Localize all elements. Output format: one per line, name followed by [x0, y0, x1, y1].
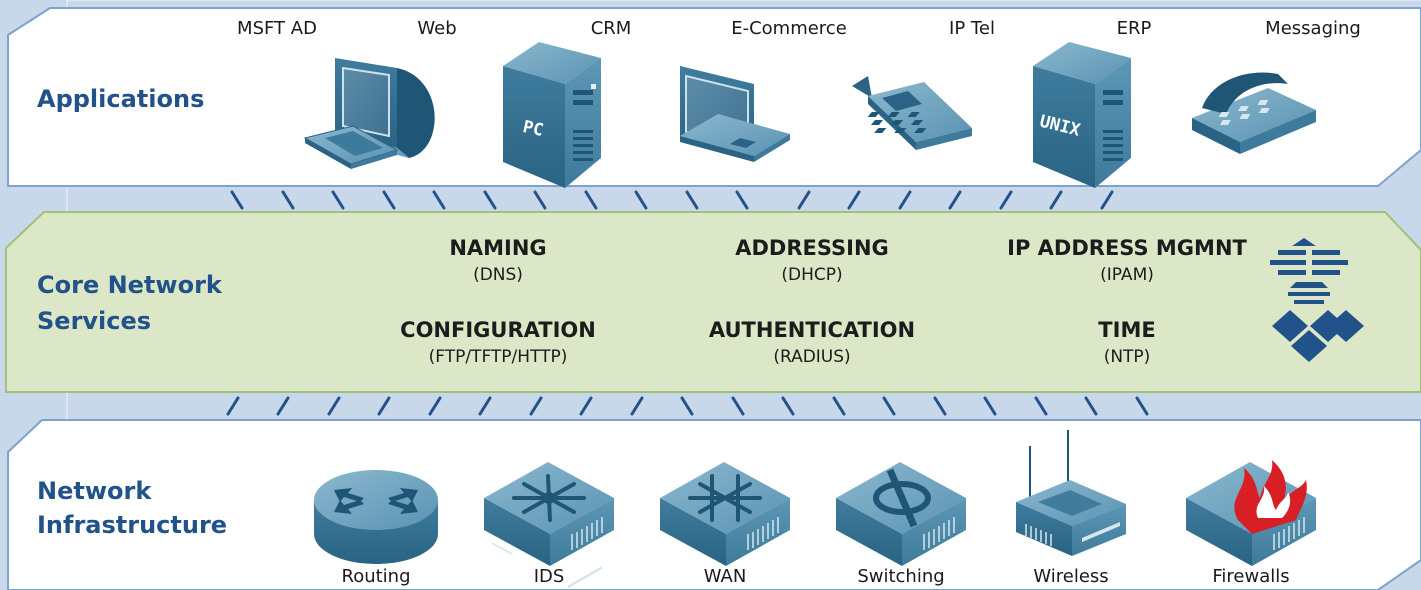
mobile-phone-icon	[852, 76, 972, 150]
app-label-e-commerce: E-Commerce	[731, 18, 847, 39]
service-addressing-protocol: (DHCP)	[781, 265, 843, 285]
router-icon	[314, 470, 438, 564]
service-configuration: CONFIGURATION	[400, 318, 596, 342]
service-authentication-protocol: (RADIUS)	[773, 347, 851, 367]
layer3-switch-icon	[836, 462, 966, 566]
pc-server-icon: PC	[503, 42, 601, 188]
infoblox-logo-icon	[1270, 238, 1364, 362]
desktop-computer-icon	[303, 58, 435, 169]
infra-label-switching: Switching	[857, 566, 945, 587]
laptop-icon	[680, 66, 790, 162]
infra-label-wan: WAN	[703, 566, 747, 587]
service-ipam: IP ADDRESS MGMNT	[1007, 236, 1247, 260]
ids-switch-icon	[484, 462, 614, 589]
firewall-icon	[1186, 460, 1316, 566]
infra-label-firewalls: Firewalls	[1212, 566, 1290, 587]
tier-title-infra-line1: Network	[37, 477, 152, 505]
service-authentication: AUTHENTICATION	[708, 318, 916, 342]
app-core-connectors	[230, 190, 1114, 210]
wan-switch-icon	[660, 462, 790, 566]
tier-title-core-line1: Core Network	[37, 271, 222, 299]
service-ipam-protocol: (IPAM)	[1100, 265, 1154, 285]
service-time: TIME	[1098, 318, 1156, 342]
svg-text:PC: PC	[521, 117, 545, 141]
core-infra-connectors	[226, 396, 1149, 416]
app-label-web: Web	[417, 18, 457, 39]
app-label-crm: CRM	[590, 18, 632, 39]
core-services-panel	[5, 211, 1421, 393]
wireless-access-point-icon	[1016, 430, 1126, 556]
service-naming: NAMING	[449, 236, 547, 260]
service-naming-protocol: (DNS)	[473, 265, 523, 285]
app-label-messaging: Messaging	[1265, 18, 1361, 39]
desk-phone-icon	[1192, 72, 1316, 154]
app-label-msft-ad: MSFT AD	[237, 18, 317, 39]
tier-title-applications: Applications	[37, 85, 205, 113]
unix-server-icon: UNIX	[1033, 42, 1131, 188]
infra-label-ids: IDS	[533, 566, 565, 587]
infra-label-wireless: Wireless	[1033, 566, 1109, 587]
service-time-protocol: (NTP)	[1103, 347, 1151, 367]
tier-title-infra-line2: Infrastructure	[37, 511, 228, 539]
tier-title-core-line2: Services	[37, 307, 152, 335]
app-label-ip-tel: IP Tel	[949, 18, 995, 39]
app-label-erp: ERP	[1116, 18, 1152, 39]
service-addressing: ADDRESSING	[735, 236, 889, 260]
service-configuration-protocol: (FTP/TFTP/HTTP)	[428, 347, 568, 367]
infra-label-routing: Routing	[341, 566, 411, 587]
